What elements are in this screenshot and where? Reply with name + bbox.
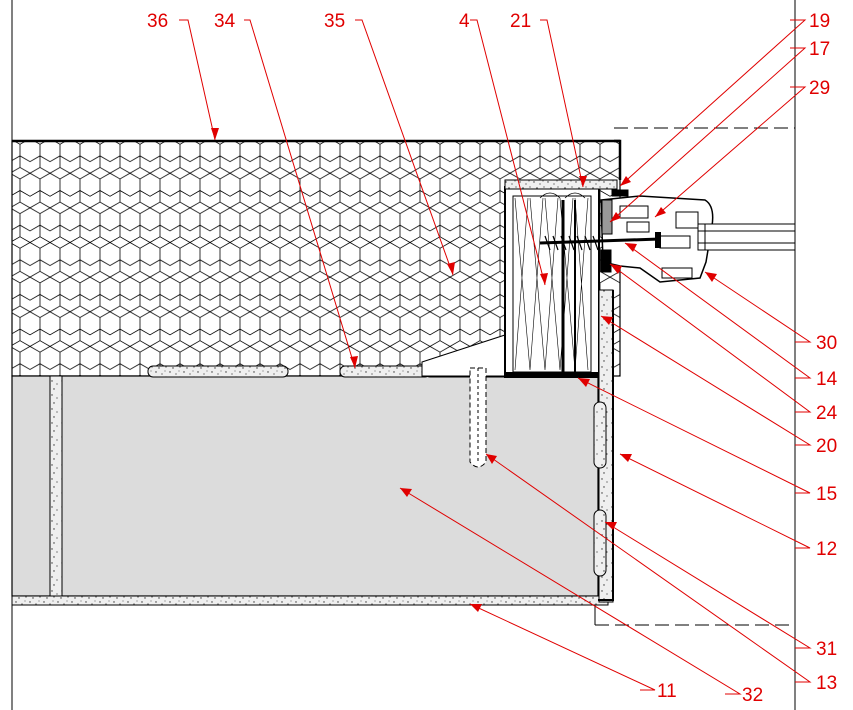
callout-labels: 36 34 35 4 21 19 17 29 30 14 24 20 15 12… (147, 11, 838, 706)
callout-19: 19 (809, 11, 830, 32)
insulation-right-trim (614, 139, 622, 180)
callout-34: 34 (214, 11, 236, 32)
callout-35: 35 (324, 11, 345, 32)
callout-31: 31 (816, 639, 837, 660)
callout-13: 13 (816, 673, 837, 694)
callout-4: 4 (459, 11, 470, 32)
frame-fixing-screw (539, 232, 661, 251)
vertical-joint-left (49, 375, 63, 597)
callout-32: 32 (742, 685, 763, 706)
callout-11: 11 (657, 681, 677, 702)
masonry-block (11, 375, 599, 597)
leader-lines (179, 19, 812, 695)
leader-arrowheads (211, 128, 717, 612)
frame-top-cap (504, 179, 618, 190)
anchor-dowel (469, 367, 487, 468)
plaster-bead-lower (593, 509, 607, 577)
bottom-screed (11, 595, 609, 606)
callout-15: 15 (816, 484, 837, 505)
callout-14: 14 (816, 369, 838, 390)
plaster-bead-upper (593, 401, 607, 469)
callout-20: 20 (816, 436, 837, 457)
callout-17: 17 (809, 39, 830, 60)
window-frame-box (504, 186, 600, 378)
callout-21: 21 (510, 11, 531, 32)
callout-24: 24 (816, 403, 838, 424)
callout-12: 12 (816, 539, 837, 560)
callout-30: 30 (816, 333, 837, 354)
reveal-metal-angle (598, 290, 614, 601)
callout-29: 29 (809, 78, 830, 99)
callout-36: 36 (147, 11, 168, 32)
glazing-unit (697, 223, 796, 251)
